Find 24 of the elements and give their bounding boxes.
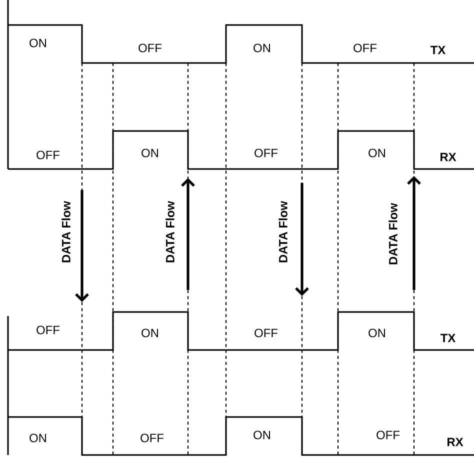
signal-label: RX [448,438,464,446]
state-label: OFF [376,430,400,440]
state-label: OFF [140,434,164,442]
state-label: OFF [138,44,162,52]
signal-label: TX [430,46,446,54]
signal-label: TX [440,334,456,342]
state-label: ON [368,148,385,158]
state-label: ON [30,434,46,442]
signal-label: RX [440,152,456,162]
state-label: OFF [36,150,60,160]
state-label: OFF [254,328,278,338]
arrow-label: DATA Flow [62,200,70,262]
arrow-label: DATA Flow [278,200,288,262]
state-label: ON [254,44,270,52]
state-label: ON [142,328,158,338]
arrow-label: DATA Flow [166,200,174,262]
state-label: ON [254,430,270,440]
state-label: ON [368,328,385,338]
arrow-label: DATA Flow [388,202,398,264]
state-label: OFF [254,148,278,158]
state-label: OFF [36,326,60,334]
state-label: ON [142,148,158,158]
state-label: ON [30,38,46,48]
state-label: OFF [354,44,376,52]
